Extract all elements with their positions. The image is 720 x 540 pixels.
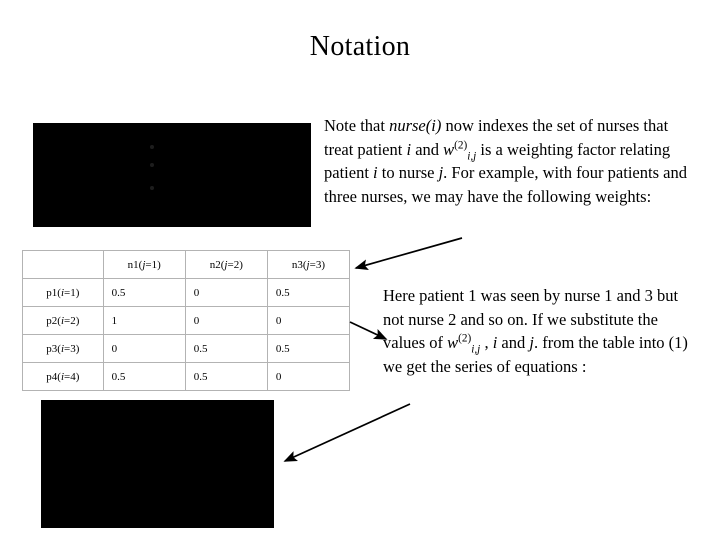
column-header-n2: n2(j=2) bbox=[184, 250, 268, 279]
label-prefix: p4( bbox=[46, 370, 61, 383]
label-italic: i bbox=[60, 286, 65, 299]
weight-symbol-base: w bbox=[443, 139, 455, 159]
vertical-ellipsis-dot bbox=[150, 163, 154, 167]
cell-value: 0.5 bbox=[102, 278, 186, 307]
row-label-p1: p1(i=1) bbox=[22, 278, 104, 307]
header-italic: j bbox=[142, 258, 146, 271]
header-prefix: n2( bbox=[209, 258, 225, 271]
header-italic: j bbox=[224, 258, 228, 271]
term-i: i bbox=[373, 163, 378, 183]
cell-value: 0.5 bbox=[184, 334, 268, 363]
term-nurse-i: nurse(i) bbox=[389, 116, 442, 135]
cell-value: 1 bbox=[102, 306, 186, 335]
paragraph-text: . from the table into (1) we get the ser… bbox=[383, 333, 688, 376]
paragraph-text: now indexes the set of nurses that treat… bbox=[324, 116, 669, 159]
paragraph-text: and bbox=[411, 139, 444, 159]
notation-paragraph: Note that nurse(i) now indexes the set o… bbox=[324, 114, 696, 208]
table-row: p3(i=3) 0 0.5 0.5 bbox=[22, 334, 351, 363]
paragraph-text: Note that bbox=[324, 116, 390, 135]
equations-block-bottom bbox=[41, 400, 274, 528]
term-j: j bbox=[529, 333, 534, 353]
paragraph-text: to nurse bbox=[377, 163, 439, 183]
label-prefix: p2( bbox=[46, 314, 61, 327]
column-header-n1: n1(j=1) bbox=[102, 250, 186, 279]
term-i: i bbox=[492, 333, 498, 353]
header-prefix: n1( bbox=[127, 258, 143, 271]
table-body: p1(i=1) 0.5 0 0.5 p2(i=2) 1 0 0 p3(i=3) … bbox=[22, 278, 351, 391]
label-italic: i bbox=[60, 314, 65, 327]
paragraph-text: is a weighting factor relating patient bbox=[324, 139, 671, 183]
cell-value: 0.5 bbox=[102, 362, 186, 391]
paragraph-text: , bbox=[480, 333, 493, 353]
row-label-p4: p4(i=4) bbox=[22, 362, 104, 391]
header-suffix: =3) bbox=[309, 258, 325, 271]
label-prefix: p1( bbox=[46, 286, 61, 299]
term-i: i bbox=[406, 139, 412, 159]
weight-symbol-subscript: i,j bbox=[471, 343, 481, 356]
weight-symbol-superscript: (2) bbox=[458, 332, 472, 345]
label-suffix: =2) bbox=[64, 314, 80, 327]
label-suffix: =1) bbox=[64, 286, 80, 299]
cell-value: 0 bbox=[266, 306, 351, 335]
equations-block-top bbox=[33, 123, 311, 227]
column-header-n3: n3(j=3) bbox=[266, 250, 351, 279]
explanation-paragraph: Here patient 1 was seen by nurse 1 and 3… bbox=[383, 284, 689, 378]
cell-value: 0 bbox=[102, 334, 186, 363]
weight-symbol-subscript: i,j bbox=[467, 149, 477, 162]
weights-table: n1(j=1) n2(j=2) n3(j=3) p1(i=1) 0.5 0 0.… bbox=[22, 250, 351, 391]
label-italic: i bbox=[60, 370, 65, 383]
arrow-to-equations bbox=[283, 403, 411, 462]
label-prefix: p3( bbox=[46, 342, 61, 355]
page-title: Notation bbox=[309, 31, 411, 62]
header-prefix: n3( bbox=[291, 258, 307, 271]
arrow-from-table-to-text bbox=[349, 321, 388, 340]
cell-value: 0.5 bbox=[184, 362, 268, 391]
table-header: n1(j=1) n2(j=2) n3(j=3) bbox=[22, 250, 351, 279]
cell-value: 0 bbox=[266, 362, 351, 391]
table-row: p1(i=1) 0.5 0 0.5 bbox=[22, 278, 351, 307]
vertical-ellipsis-dot bbox=[150, 145, 154, 149]
cell-value: 0.5 bbox=[266, 334, 351, 363]
term-j: j bbox=[438, 163, 444, 183]
label-italic: i bbox=[60, 342, 65, 355]
weight-symbol-superscript: (2) bbox=[454, 139, 468, 152]
header-italic: j bbox=[306, 258, 310, 271]
cell-value: 0.5 bbox=[266, 278, 351, 307]
paragraph-text: Here patient 1 was seen by nurse 1 and 3… bbox=[383, 286, 679, 353]
paragraph-text: and bbox=[497, 333, 530, 353]
table-row: p2(i=2) 1 0 0 bbox=[22, 306, 351, 335]
arrow-to-table-header bbox=[354, 237, 463, 270]
cell-value: 0 bbox=[184, 278, 268, 307]
header-suffix: =2) bbox=[227, 258, 243, 271]
vertical-ellipsis-dot bbox=[150, 186, 154, 190]
table-row: p4(i=4) 0.5 0.5 0 bbox=[22, 362, 351, 391]
row-label-p2: p2(i=2) bbox=[22, 306, 104, 335]
label-suffix: =4) bbox=[64, 370, 80, 383]
label-suffix: =3) bbox=[64, 342, 80, 355]
weight-symbol-base: w bbox=[447, 333, 459, 353]
cell-value: 0 bbox=[184, 306, 268, 335]
weight-symbol: w(2)i,j bbox=[443, 139, 477, 162]
table-header-row: n1(j=1) n2(j=2) n3(j=3) bbox=[22, 250, 351, 279]
row-label-p3: p3(i=3) bbox=[22, 334, 104, 363]
table-corner-cell bbox=[22, 250, 104, 279]
paragraph-text: . For example, with four patients and th… bbox=[324, 163, 687, 206]
weight-symbol: w(2)i,j bbox=[447, 332, 481, 356]
header-suffix: =1) bbox=[145, 258, 161, 271]
